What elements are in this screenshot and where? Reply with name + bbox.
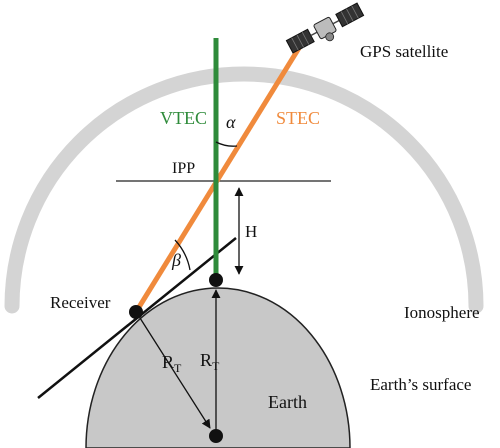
subionospheric-point — [209, 273, 223, 287]
radius-label-right: RT — [200, 350, 220, 373]
beta-label: β — [171, 250, 181, 270]
radius-symbol: R — [162, 352, 174, 372]
ipp-label: IPP — [172, 160, 195, 177]
stec-line — [133, 33, 310, 314]
radius-label-left: RT — [162, 352, 182, 375]
receiver-label: Receiver — [50, 293, 111, 312]
vtec-label: VTEC — [160, 108, 207, 128]
earth-disc — [85, 287, 351, 448]
beta-arc — [174, 239, 191, 271]
receiver-point — [129, 305, 143, 319]
earth-center-point — [209, 429, 223, 443]
earth-label: Earth — [268, 392, 307, 412]
radius-arrow-receiver — [139, 317, 211, 429]
satellite-icon — [285, 2, 365, 54]
earths-surface-label: Earth’s surface — [370, 375, 471, 394]
satellite-label: GPS satellite — [360, 42, 448, 61]
radius-subscript: T — [174, 361, 182, 375]
stec-label: STEC — [276, 108, 320, 128]
alpha-label: α — [226, 112, 236, 132]
radius-subscript: T — [212, 359, 220, 373]
ionosphere-label: Ionosphere — [404, 303, 480, 322]
alpha-arc — [215, 141, 238, 147]
height-label: H — [245, 222, 257, 241]
ionosphere-band — [4, 66, 484, 314]
radius-symbol: R — [200, 350, 212, 370]
